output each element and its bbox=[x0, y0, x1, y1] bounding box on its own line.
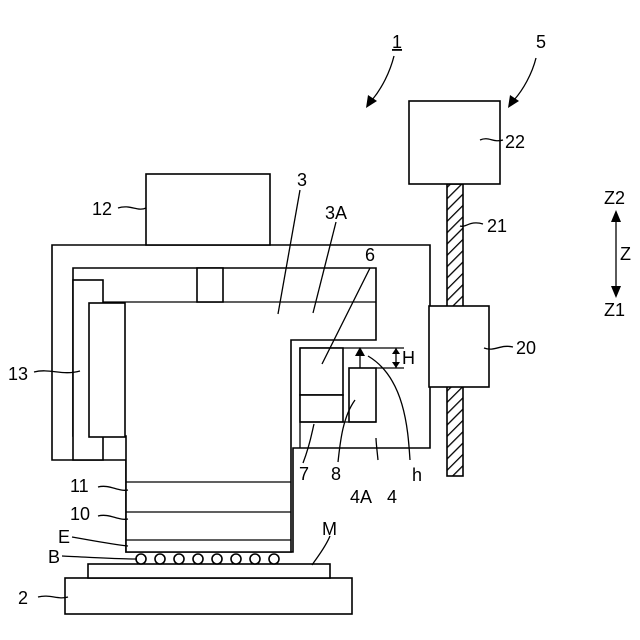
solder-balls-b bbox=[136, 554, 279, 564]
label-h-lower: h bbox=[412, 465, 422, 485]
part-7 bbox=[300, 395, 343, 422]
label-z2: Z2 bbox=[604, 188, 625, 208]
label-1: 1 bbox=[392, 32, 402, 52]
block-12 bbox=[146, 174, 270, 245]
component-13-inner bbox=[89, 303, 125, 437]
label-z1: Z1 bbox=[604, 300, 625, 320]
column-3a-block bbox=[197, 268, 223, 302]
label-20: 20 bbox=[516, 338, 536, 358]
label-3a: 3A bbox=[325, 203, 347, 223]
label-21: 21 bbox=[487, 216, 507, 236]
label-10: 10 bbox=[70, 504, 90, 524]
label-6: 6 bbox=[365, 245, 375, 265]
base-2 bbox=[65, 578, 352, 614]
label-2: 2 bbox=[18, 588, 28, 608]
arrow-1-head bbox=[366, 95, 377, 108]
label-4a: 4A bbox=[350, 487, 372, 507]
label-m: M bbox=[322, 519, 337, 539]
label-4: 4 bbox=[387, 487, 397, 507]
label-3: 3 bbox=[297, 170, 307, 190]
substrate-m bbox=[88, 564, 330, 578]
label-13: 13 bbox=[8, 364, 28, 384]
motor-22 bbox=[409, 101, 500, 184]
label-z: Z bbox=[620, 244, 631, 264]
label-8: 8 bbox=[331, 464, 341, 484]
z-axis-arrow-down bbox=[611, 286, 621, 298]
z-axis-arrow-up bbox=[611, 210, 621, 222]
label-7: 7 bbox=[299, 464, 309, 484]
slider-20 bbox=[429, 306, 489, 387]
label-12: 12 bbox=[92, 199, 112, 219]
label-h-upper: H bbox=[402, 348, 415, 368]
label-b: B bbox=[48, 547, 60, 567]
label-e: E bbox=[58, 527, 70, 547]
arrow-1-line bbox=[372, 56, 394, 100]
part-8 bbox=[349, 368, 376, 422]
label-5: 5 bbox=[536, 32, 546, 52]
part-6 bbox=[300, 348, 343, 395]
label-11: 11 bbox=[70, 476, 89, 496]
label-22: 22 bbox=[505, 132, 525, 152]
arrow-5-line bbox=[514, 58, 536, 100]
